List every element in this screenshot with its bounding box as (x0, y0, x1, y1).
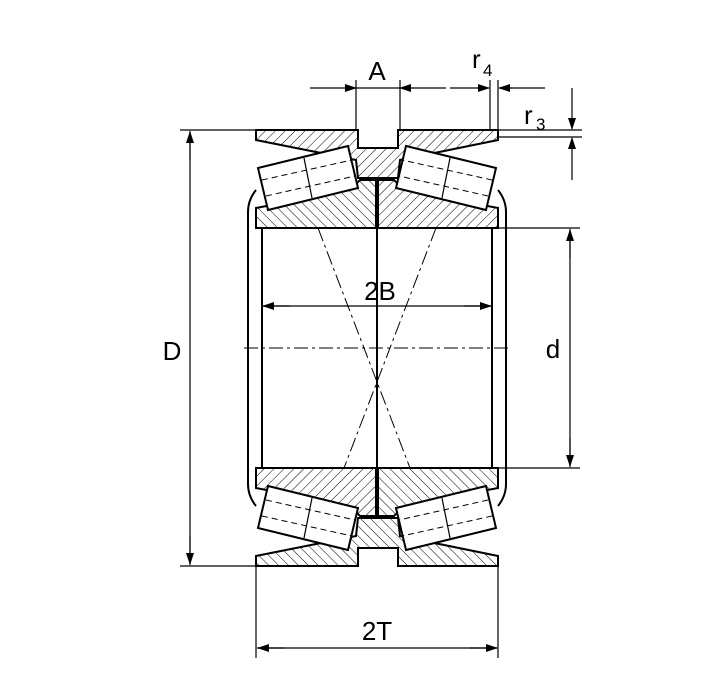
label-r3-sub: 3 (536, 115, 545, 134)
roller-bottom-left (256, 484, 360, 552)
label-2b: 2B (364, 276, 396, 306)
roller-top-right (394, 144, 498, 212)
contact-angle-lines (244, 227, 510, 469)
roller-top-left (256, 144, 360, 212)
dimension-2t: 2T (255, 566, 499, 658)
inner-ring-top (255, 179, 499, 229)
dimension-2b: 2B (262, 276, 492, 310)
label-r4-sub: 4 (483, 61, 492, 80)
label-A: A (368, 56, 386, 86)
outer-ring-top (255, 129, 499, 179)
label-d: d (546, 334, 560, 364)
dimension-d-outer: D (163, 129, 256, 567)
dimension-r4: r 4 (450, 44, 545, 130)
label-2t: 2T (362, 616, 392, 646)
dimension-a: A (310, 56, 446, 130)
label-r4-base: r (472, 44, 481, 74)
label-r3-base: r (524, 100, 533, 130)
outer-ring-bottom (255, 517, 499, 567)
dimension-r3: r 3 (498, 88, 582, 180)
roller-bottom-right (394, 484, 498, 552)
dimension-d-inner: d (492, 227, 580, 469)
label-D: D (163, 336, 182, 366)
